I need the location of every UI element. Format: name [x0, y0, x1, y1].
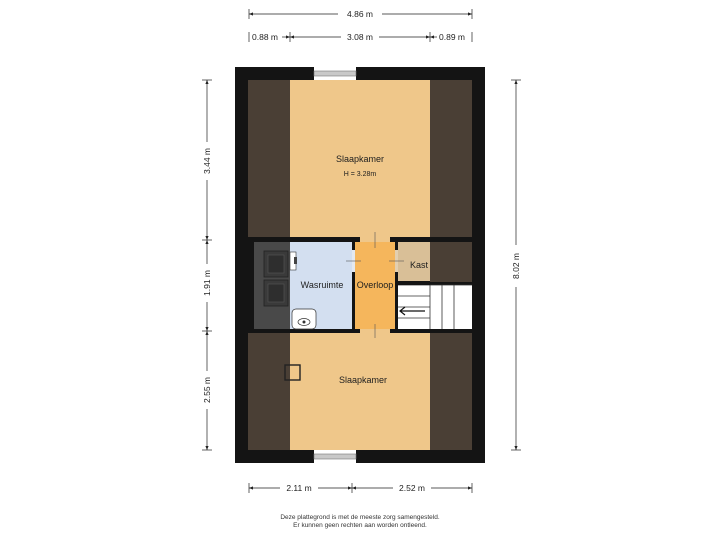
door-landing-bottom	[360, 324, 390, 338]
dim-bottom: 2.11 m 2.52 m	[248, 483, 473, 493]
room-overloop	[355, 242, 395, 329]
dim-top-segments: 0.88 m 3.08 m 0.89 m	[248, 32, 473, 42]
disclaimer-line-2: Er kunnen geen rechten aan worden ontlee…	[293, 522, 427, 529]
window-top	[313, 67, 357, 80]
dim-label-top-total: 4.86 m	[347, 9, 373, 19]
wall-laundry-landing	[352, 242, 355, 329]
sloped-zone-top-left	[248, 80, 290, 237]
roof-hatch-icon	[284, 364, 301, 381]
sloped-zone-mid-right	[430, 242, 472, 282]
room-kast	[398, 242, 430, 281]
wall-closet-stair	[398, 281, 430, 285]
room-slaapkamer-top	[290, 80, 430, 237]
toilet-icon	[291, 308, 317, 330]
sloped-zone-bottom-right	[430, 333, 472, 450]
dim-right: 8.02 m	[511, 79, 521, 451]
dim-left: 3.44 m 1.91 m 2.55 m	[202, 79, 212, 451]
room-label-overloop: Overloop	[357, 280, 394, 290]
room-label-slaapkamer-top: Slaapkamer	[336, 154, 384, 164]
sloped-zone-top-right	[430, 80, 472, 237]
dim-label-top-middle: 3.08 m	[347, 32, 373, 42]
dim-label-right-total: 8.02 m	[511, 253, 521, 279]
room-label-slaapkamer-bottom: Slaapkamer	[339, 375, 387, 385]
dim-label-bottom-left: 2.11 m	[286, 483, 311, 493]
room-label-wasruimte: Wasruimte	[301, 280, 344, 290]
washing-machine-icon	[263, 250, 289, 278]
dim-top-total: 4.86 m	[248, 9, 473, 19]
disclaimer: Deze plattegrond is met de meeste zorg s…	[0, 514, 720, 530]
room-height-label: H = 3.28m	[344, 171, 377, 178]
dim-label-top-right: 0.89 m	[439, 32, 465, 42]
stair-arrow-icon	[399, 306, 425, 316]
window-bottom	[313, 450, 357, 463]
wall-landing-closet	[395, 242, 398, 329]
room-label-kast: Kast	[410, 260, 429, 270]
dryer-icon	[263, 279, 289, 307]
dim-label-left-top: 3.44 m	[202, 148, 212, 174]
dim-label-top-left: 0.88 m	[252, 32, 278, 42]
dim-label-bottom-right: 2.52 m	[399, 483, 425, 493]
door-laundry	[346, 250, 361, 272]
faucet-icon	[289, 251, 297, 271]
dim-label-left-middle: 1.91 m	[202, 270, 212, 296]
room-slaapkamer-bottom	[290, 333, 430, 450]
sloped-zone-bottom-left	[248, 333, 290, 450]
disclaimer-line-1: Deze plattegrond is met de meeste zorg s…	[280, 514, 440, 521]
door-landing-top	[360, 232, 390, 248]
wall-laundry-left	[248, 242, 254, 329]
dim-label-left-bottom: 2.55 m	[202, 377, 212, 403]
door-closet	[389, 250, 404, 272]
